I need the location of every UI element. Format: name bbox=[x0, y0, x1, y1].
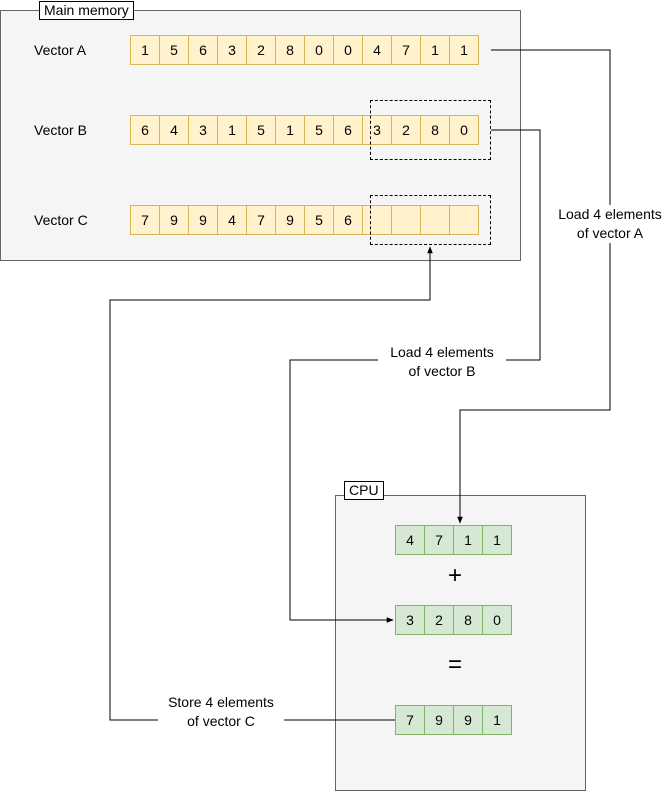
vector-a-cell: 6 bbox=[188, 35, 218, 65]
register-a-cell: 1 bbox=[482, 525, 512, 555]
register-b-cell: 8 bbox=[453, 605, 483, 635]
register-b-cell: 2 bbox=[424, 605, 454, 635]
equals-operator: = bbox=[447, 651, 462, 678]
vector-b-cell: 5 bbox=[304, 115, 334, 145]
vector-a-cell: 5 bbox=[159, 35, 189, 65]
vector-c-cell bbox=[449, 205, 479, 235]
register-c-cell: 1 bbox=[482, 705, 512, 735]
vector-c-cell: 9 bbox=[188, 205, 218, 235]
vector-c-cell: 9 bbox=[159, 205, 189, 235]
vector-a-cell: 2 bbox=[246, 35, 276, 65]
vector-b-cell: 3 bbox=[188, 115, 218, 145]
load-b-label-line2: of vector B bbox=[408, 363, 476, 379]
vector-a-cell: 1 bbox=[449, 35, 479, 65]
load-a-edge bbox=[457, 49, 611, 524]
vector-c-label: Vector C bbox=[34, 212, 88, 228]
register-c-cell: 9 bbox=[424, 705, 454, 735]
vector-b-cell: 0 bbox=[449, 115, 479, 145]
register-b-cell: 0 bbox=[482, 605, 512, 635]
vector-b-cell: 2 bbox=[391, 115, 421, 145]
vector-b-selection-outline bbox=[370, 100, 491, 160]
store-c-edge bbox=[109, 246, 433, 721]
store-c-label-line1: Store 4 elements bbox=[168, 694, 274, 710]
register-a-cell: 7 bbox=[424, 525, 454, 555]
vector-c-cell: 9 bbox=[275, 205, 305, 235]
cpu-title: CPU bbox=[344, 481, 384, 500]
vector-a-cell: 4 bbox=[362, 35, 392, 65]
load-a-label-line2: of vector A bbox=[576, 225, 644, 241]
vector-b-cell: 1 bbox=[217, 115, 247, 145]
vector-a-cell: 8 bbox=[275, 35, 305, 65]
vector-b-cell: 4 bbox=[159, 115, 189, 145]
register-c-cell: 7 bbox=[395, 705, 425, 735]
vector-c-cell: 5 bbox=[304, 205, 334, 235]
vector-a-cell: 3 bbox=[217, 35, 247, 65]
load-b-label-line1: Load 4 elements bbox=[390, 344, 494, 360]
load-a-label-line1: Load 4 elements bbox=[558, 206, 662, 222]
vector-c-selection-outline bbox=[370, 195, 491, 245]
vector-c-cell: 7 bbox=[246, 205, 276, 235]
vector-b-cell: 6 bbox=[130, 115, 160, 145]
vector-a-label: Vector A bbox=[34, 42, 87, 58]
vector-b-cell: 1 bbox=[275, 115, 305, 145]
vector-c-cell bbox=[391, 205, 421, 235]
vector-a-cell: 1 bbox=[130, 35, 160, 65]
store-c-label: Store 4 elements of vector C bbox=[158, 693, 284, 731]
vector-b-cell: 3 bbox=[362, 115, 392, 145]
vector-b-label: Vector B bbox=[34, 122, 87, 138]
plus-operator: + bbox=[447, 562, 462, 589]
vector-a-cell: 1 bbox=[420, 35, 450, 65]
register-b-cell: 3 bbox=[395, 605, 425, 635]
store-c-label-line2: of vector C bbox=[187, 713, 255, 729]
load-a-label: Load 4 elements of vector A bbox=[548, 205, 670, 243]
main-memory-title: Main memory bbox=[39, 1, 134, 20]
load-b-label: Load 4 elements of vector B bbox=[378, 343, 506, 381]
